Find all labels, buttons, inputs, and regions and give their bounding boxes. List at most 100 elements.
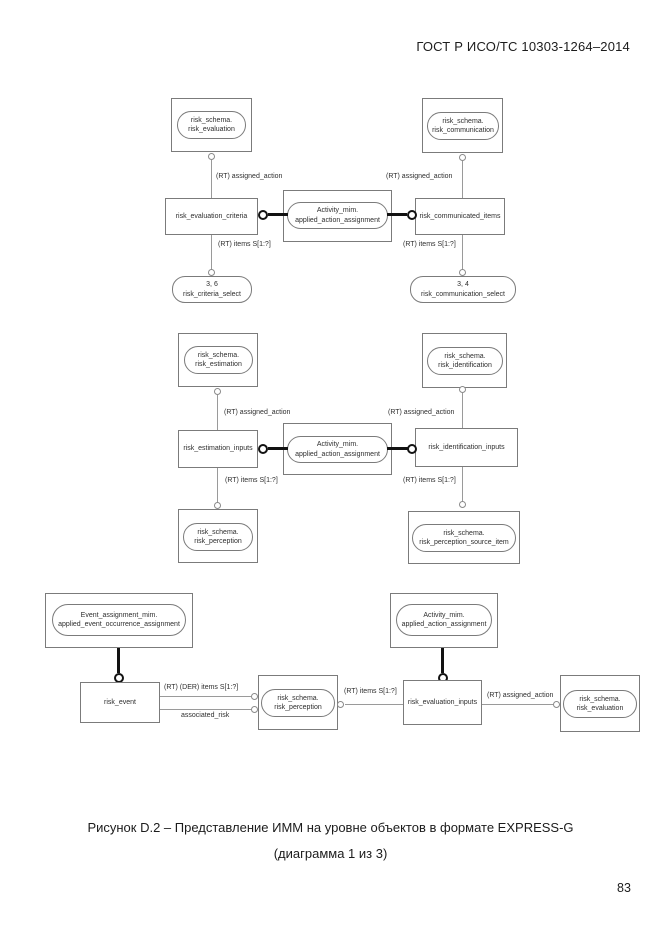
connector-line — [462, 393, 463, 428]
entity-box: risk_identification_inputs — [415, 428, 518, 467]
schema-ref-oval: Event_assignment_mim. applied_event_occu… — [52, 604, 186, 636]
relation-label: associated_risk — [181, 712, 230, 719]
connector-line — [462, 161, 463, 198]
thick-connector-line — [387, 213, 407, 216]
entity-name: applied_event_occurrence_assignment — [58, 621, 180, 628]
connector-line — [462, 467, 463, 502]
figure-caption-line2: (диаграмма 1 из 3) — [273, 846, 388, 861]
entity-label: risk_estimation_inputs — [183, 445, 253, 453]
entity-name: risk_estimation — [195, 361, 242, 368]
connector-line — [482, 704, 553, 705]
entity-box: risk_evaluation_criteria — [165, 198, 258, 235]
relation-circle — [251, 706, 258, 713]
entity-name: risk_perception — [274, 704, 322, 711]
relation-circle — [553, 701, 560, 708]
entity-name: applied_action_assignment — [295, 216, 380, 224]
schema-name: risk_schema. — [444, 352, 486, 360]
connector-line — [462, 235, 463, 271]
select-type-stadium: 3, 6 risk_criteria_select — [172, 276, 252, 303]
entity-label: risk_evaluation_criteria — [175, 212, 248, 220]
relation-label: (RT) assigned_action — [216, 173, 283, 180]
entity-name: risk_perception — [194, 538, 242, 545]
schema-name: risk_schema. — [190, 116, 233, 124]
relation-label: (RT) assigned_action — [388, 409, 455, 416]
schema-name: risk_schema. — [197, 351, 240, 359]
schema-ref-oval: risk_schema. risk_evaluation — [177, 111, 246, 139]
relation-label: (RT) (DER) items S[1:?] — [164, 684, 239, 691]
relation-circle — [214, 502, 221, 509]
schema-ref-oval: risk_schema. risk_perception_source_item — [412, 524, 516, 552]
entity-box: risk_estimation_inputs — [178, 430, 258, 468]
supertype-circle — [258, 210, 268, 220]
schema-name: risk_schema. — [277, 694, 319, 702]
connector-line — [160, 709, 251, 710]
connector-line — [345, 704, 403, 705]
schema-name: risk_schema. — [197, 528, 239, 536]
entity-box: risk_communicated_items — [415, 198, 505, 235]
relation-circle — [251, 693, 258, 700]
schema-ref-oval: risk_schema. risk_communication — [427, 112, 499, 140]
schema-name: risk_schema. — [443, 529, 485, 537]
connector-line — [211, 235, 212, 271]
supertype-circle — [407, 210, 417, 220]
select-name: risk_criteria_select — [183, 290, 241, 298]
entity-label: risk_evaluation_inputs — [407, 698, 478, 706]
schema-name: Event_assignment_mim. — [80, 611, 158, 619]
entity-name: risk_evaluation — [576, 705, 624, 712]
relation-label: (RT) items S[1:?] — [403, 477, 456, 484]
entity-name: risk_perception_source_item — [419, 539, 509, 546]
relation-label: (RT) assigned_action — [224, 409, 291, 416]
schema-name: risk_schema. — [579, 695, 621, 703]
relation-circle — [208, 153, 215, 160]
entity-name: applied_action_assignment — [295, 450, 380, 458]
relation-circle — [214, 388, 221, 395]
entity-box: risk_evaluation_inputs — [403, 680, 482, 725]
relation-label: (RT) items S[1:?] — [218, 241, 271, 248]
entity-label: risk_identification_inputs — [428, 443, 505, 451]
schema-name: Activity_mim. — [316, 207, 359, 215]
thick-connector-line — [117, 648, 120, 673]
activity-ref-oval: Activity_mim. applied_action_assignment — [396, 604, 492, 636]
connector-line — [217, 468, 218, 503]
page-ref: 3, 4 — [457, 281, 469, 289]
relation-circle — [208, 269, 215, 276]
activity-ref-oval: Activity_mim. applied_action_assignment — [287, 202, 388, 229]
relation-label: (RT) assigned_action — [487, 692, 554, 699]
schema-name: Activity_mim. — [423, 611, 465, 619]
schema-ref-oval: risk_schema. risk_evaluation — [563, 690, 637, 718]
thick-connector-line — [441, 648, 444, 673]
relation-circle — [459, 154, 466, 161]
page-number: 83 — [617, 881, 631, 895]
activity-ref-oval: Activity_mim. applied_action_assignment — [287, 436, 388, 463]
schema-name: Activity_mim. — [316, 441, 359, 449]
thick-connector-line — [268, 213, 288, 216]
relation-label: (RT) items S[1:?] — [225, 477, 278, 484]
relation-circle — [459, 501, 466, 508]
relation-label: (RT) assigned_action — [386, 173, 453, 180]
thick-connector-line — [387, 447, 408, 450]
page-ref: 3, 6 — [206, 281, 218, 289]
relation-circle — [459, 386, 466, 393]
relation-circle — [459, 269, 466, 276]
connector-line — [211, 160, 212, 198]
supertype-circle — [407, 444, 417, 454]
supertype-circle — [258, 444, 268, 454]
select-type-stadium: 3, 4 risk_communication_select — [410, 276, 516, 303]
schema-ref-oval: risk_schema. risk_identification — [427, 347, 503, 375]
entity-label: risk_communicated_items — [419, 212, 501, 220]
select-name: risk_communication_select — [420, 290, 506, 298]
figure-caption-line1: Рисунок D.2 – Представление ИММ на уровн… — [87, 820, 574, 835]
schema-ref-oval: risk_schema. risk_estimation — [184, 346, 253, 374]
entity-name: risk_evaluation — [188, 126, 235, 133]
entity-name: risk_communication — [432, 127, 494, 134]
entity-name: applied_action_assignment — [401, 621, 487, 628]
schema-ref-oval: risk_schema. risk_perception — [261, 689, 335, 717]
relation-label: (RT) items S[1:?] — [344, 688, 397, 695]
connector-line — [217, 395, 218, 430]
connector-line — [160, 696, 251, 697]
relation-circle — [337, 701, 344, 708]
schema-name: risk_schema. — [442, 117, 484, 125]
relation-label: (RT) items S[1:?] — [403, 241, 456, 248]
schema-ref-oval: risk_schema. risk_perception — [183, 523, 253, 551]
